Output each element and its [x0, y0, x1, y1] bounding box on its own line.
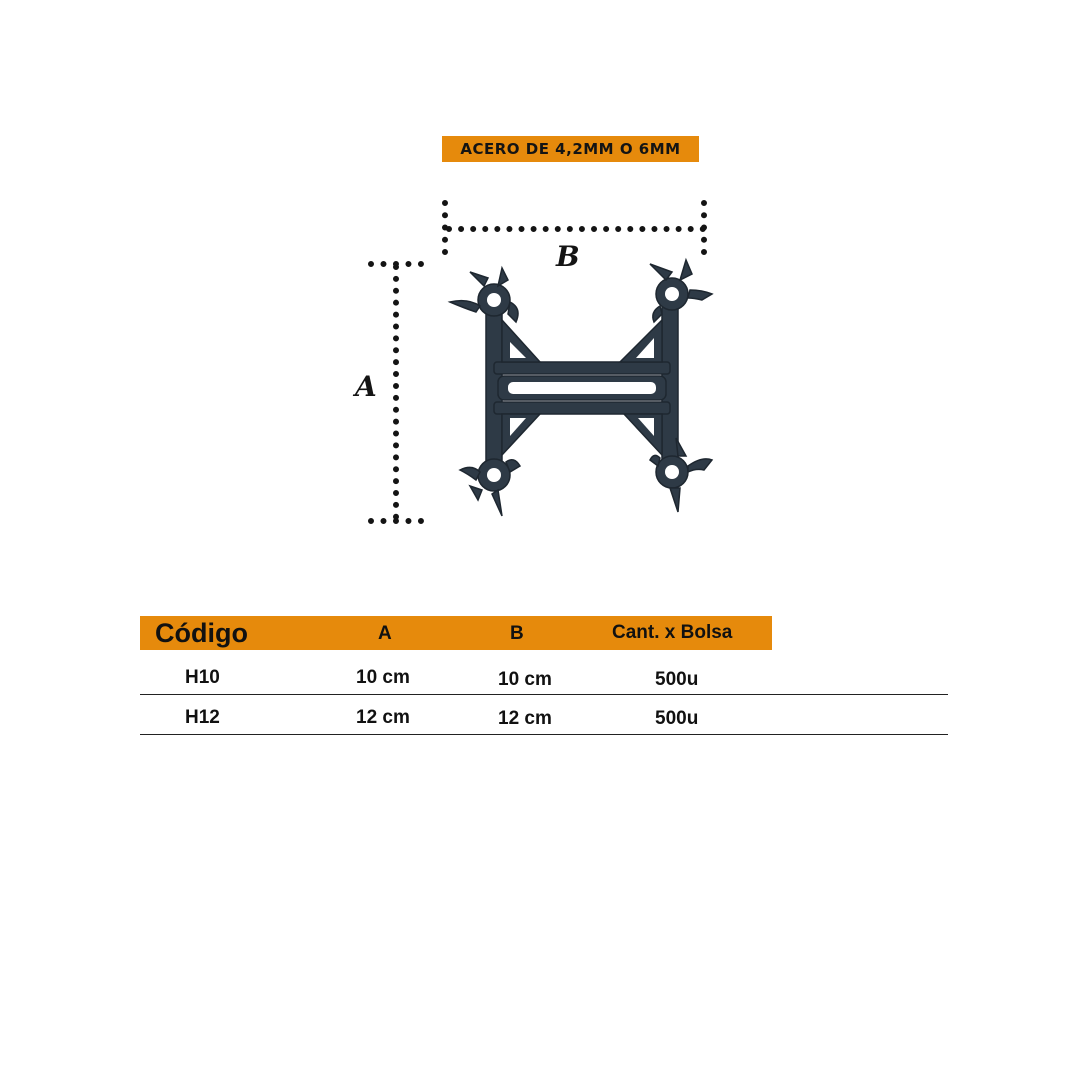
header-b: B	[510, 623, 524, 644]
cell-a: 12 cm	[356, 707, 410, 728]
table-header: Código A B Cant. x Bolsa	[140, 616, 772, 650]
h-spacer-icon	[447, 257, 714, 517]
dimension-b-label: B	[556, 240, 580, 273]
cell-code: H12	[185, 707, 220, 728]
cell-b: 12 cm	[498, 708, 552, 729]
cell-qty: 500u	[655, 669, 699, 690]
cell-a: 10 cm	[356, 667, 410, 688]
header-code: Código	[155, 618, 248, 648]
cell-b: 10 cm	[498, 669, 552, 690]
header-a: A	[378, 623, 392, 644]
dimension-a-line	[393, 264, 399, 520]
dimension-a-label: A	[355, 370, 377, 403]
header-qty: Cant. x Bolsa	[612, 622, 733, 643]
material-banner: ACERO DE 4,2MM O 6MM	[442, 136, 699, 162]
cell-code: H10	[185, 667, 220, 688]
dimension-b-line	[446, 226, 706, 232]
dimension-b-left-tick	[442, 200, 448, 255]
row-divider	[140, 694, 948, 695]
dimension-a-bottom-tick	[368, 518, 424, 524]
row-divider	[140, 734, 948, 735]
cell-qty: 500u	[655, 708, 699, 729]
